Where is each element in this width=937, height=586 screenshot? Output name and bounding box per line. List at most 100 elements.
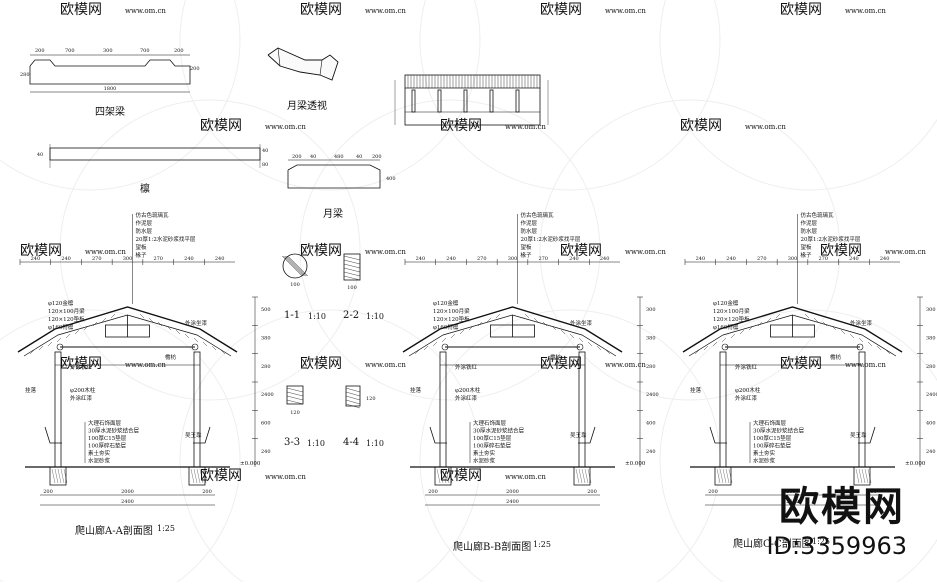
level-mark: ±0.000: [240, 461, 261, 467]
bottom-dim: 200: [43, 489, 53, 495]
bench-right: [193, 426, 211, 444]
spec-note: 望板: [521, 243, 533, 251]
top-dim-value: 300: [508, 256, 518, 262]
footing-hatch: [190, 468, 195, 484]
roof-tile: [840, 329, 846, 335]
moon-beam-dim: 40: [310, 154, 316, 160]
roof-tile: [56, 337, 62, 343]
frame-note: 檐枋: [830, 353, 842, 361]
footing-right: [188, 466, 206, 486]
purlin-circle: [191, 343, 199, 351]
frame-note: 吴王靠: [185, 431, 202, 439]
footing-hatch: [858, 468, 863, 484]
roof-tile: [804, 313, 810, 319]
moon-beam-3d-drawing: [267, 47, 339, 81]
four-beam-dim: 700: [65, 48, 75, 54]
purlin-circle: [576, 343, 584, 351]
watermark-text: 欧模网: [200, 118, 242, 134]
spec-note: 望板: [136, 243, 148, 251]
floor-note: 100厚碎石垫层: [753, 442, 791, 450]
detail-2-hatch: [343, 259, 361, 265]
right-dim-value: 2400: [926, 392, 937, 398]
frame-note: 外涂铁红: [455, 363, 478, 371]
spec-note: 椽子: [136, 251, 148, 259]
watermark-text: 欧模网: [300, 2, 342, 18]
detail-1-hatch: [287, 255, 309, 277]
right-dim-value: 280: [646, 364, 656, 370]
spec-note: 仿古色琉璃瓦: [521, 211, 555, 219]
purlin-circle: [56, 343, 64, 351]
detail-4-scale: 1:10: [366, 439, 384, 448]
detail-4-hatch: [345, 391, 361, 397]
frame-note: 120×100月梁: [713, 307, 750, 315]
column-left: [719, 351, 727, 468]
top-dim-value: 240: [61, 256, 71, 262]
roof-tile: [551, 325, 557, 331]
floor-note: 大理石饰面层: [473, 419, 507, 427]
watermark-url: www.om.cn: [505, 473, 546, 481]
bottom-dim: 2400: [121, 499, 134, 505]
spec-note: 作泥层: [801, 219, 818, 227]
purlin-circle: [856, 343, 864, 351]
detail-3-hatch: [286, 395, 304, 401]
roof-outer: [682, 306, 903, 353]
top-dim-value: 270: [477, 256, 487, 262]
moon-beam-3d-caption: 月梁透视: [287, 101, 327, 112]
footing-hatch: [436, 468, 441, 484]
detail-2-section: [343, 253, 361, 281]
watermark-arc: [299, 99, 601, 401]
detail-1-hatch: [281, 255, 303, 277]
frame-note: φ120金檩: [713, 299, 739, 307]
watermark-text: 欧模网: [440, 118, 482, 134]
watermark-url: www.om.cn: [365, 248, 406, 256]
moon-beam-dim: 40: [356, 154, 362, 160]
spec-note: 防水层: [136, 227, 153, 235]
moon-beam-caption: 月梁: [323, 209, 343, 220]
moon-beam-dim: 200: [372, 154, 382, 160]
watermark-url: www.om.cn: [85, 248, 126, 256]
top-dim-value: 240: [215, 256, 225, 262]
frame-note: 外涂坐漆: [570, 319, 593, 327]
right-dim-value: 380: [261, 336, 271, 342]
floor-note: 100厚C15垫层: [473, 434, 512, 442]
roof-tile: [813, 317, 819, 323]
frame-note: 120×100月梁: [433, 307, 470, 315]
floor-note: 大理石饰面层: [88, 419, 122, 427]
detail-4-caption: 4-4: [343, 437, 360, 448]
elevation-post: [411, 89, 416, 113]
watermark-url: www.om.cn: [745, 123, 786, 131]
roof-tile: [423, 345, 429, 351]
roof-tile: [712, 341, 718, 347]
section-b-scale: 1:25: [533, 540, 551, 549]
roof-tile: [569, 333, 575, 339]
watermark-url: www.om.cn: [125, 7, 166, 15]
roof-tile: [101, 317, 107, 323]
roof-tile: [193, 337, 199, 343]
footing-hatch: [725, 468, 730, 484]
bench-left: [429, 426, 447, 444]
detail-3-hatch: [286, 391, 304, 397]
floor-note: 素土夯实: [88, 449, 111, 457]
frame-note: 120×120垫板: [433, 315, 470, 323]
roof-tile: [858, 337, 864, 343]
spec-note: 望板: [801, 243, 813, 251]
right-dim-value: 240: [646, 449, 656, 455]
roof-tile: [47, 341, 53, 347]
roof-tile: [92, 321, 98, 327]
top-dim-value: 240: [696, 256, 706, 262]
bottom-dim: 2000: [786, 489, 799, 495]
roof-tile: [694, 349, 700, 355]
roof-tile: [414, 349, 420, 355]
floor-note: 水泥砂浆: [753, 457, 776, 465]
floor-note: 素土夯实: [753, 449, 776, 457]
roof-tile: [533, 317, 539, 323]
roof-tile: [74, 329, 80, 335]
bottom-dim: 2400: [786, 499, 799, 505]
frame-note: φ120金檩: [433, 299, 459, 307]
roof-tile: [766, 317, 772, 323]
footing-left: [434, 466, 452, 486]
frame-note: φ160桁檩: [48, 323, 74, 331]
elevation-post: [515, 89, 520, 113]
